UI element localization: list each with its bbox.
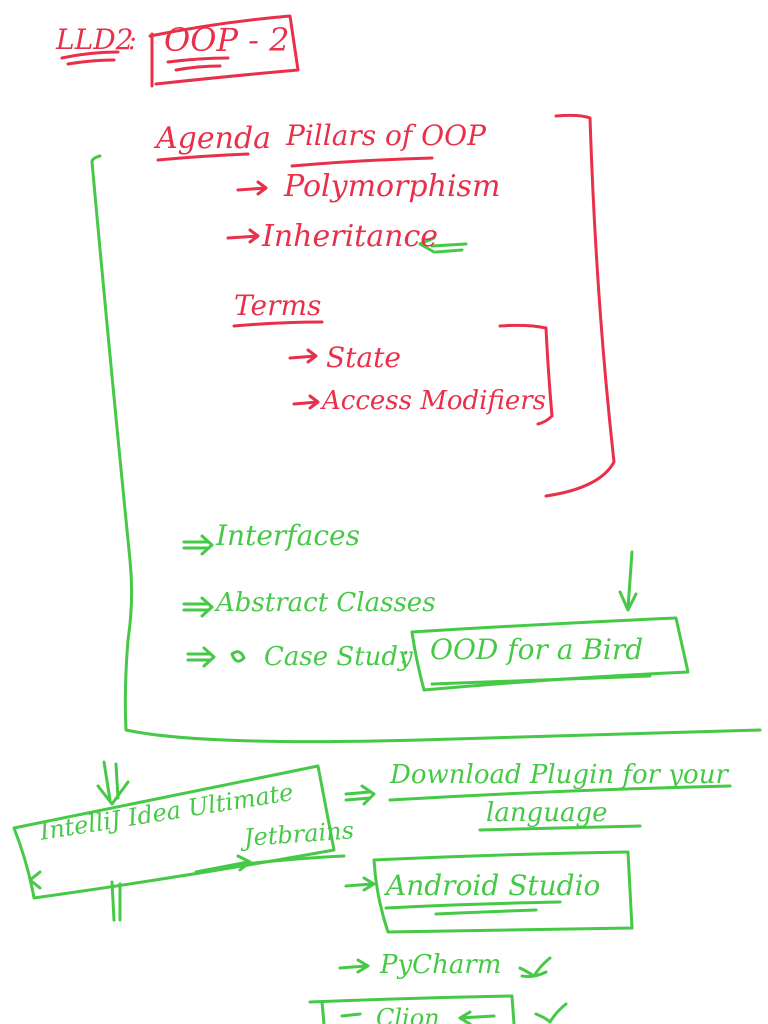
red-strokes	[60, 14, 616, 498]
clion: Clion	[376, 1004, 440, 1024]
arrow-icon	[338, 958, 370, 974]
course-underline	[60, 50, 120, 66]
plugin-note-line2: language	[486, 798, 608, 828]
back-arrow-icon	[458, 1010, 496, 1024]
arrow-icon	[340, 1012, 362, 1018]
term-item-access-modifiers: Access Modifiers	[322, 386, 546, 416]
pillars-heading: Pillars of OOP	[286, 119, 486, 152]
green-strokes	[12, 154, 762, 1024]
android-underline	[434, 908, 538, 916]
header-colon: :	[128, 26, 137, 56]
up-arrow-icon	[110, 880, 122, 922]
pycharm: PyCharm	[380, 950, 502, 980]
bullet-mark	[230, 650, 246, 663]
arrow-icon	[292, 394, 320, 410]
down-arrow-icon	[96, 760, 130, 806]
ide-pointer	[28, 870, 42, 890]
android-underline	[384, 900, 562, 910]
arrow-icon	[288, 348, 318, 364]
pillars-underline	[290, 156, 434, 168]
agenda-underline	[156, 152, 250, 162]
agenda-item-inheritance: Inheritance	[262, 219, 439, 254]
topic-box	[148, 14, 300, 88]
terms-underline	[232, 320, 324, 328]
arrow-icon	[236, 180, 268, 196]
vendor-name: Jetbrains	[243, 816, 355, 852]
clion-box	[308, 994, 516, 1024]
android-studio: Android Studio	[386, 869, 601, 902]
plugin-note-line1: Download Plugin for your	[390, 760, 728, 790]
double-arrow-icon	[344, 784, 376, 806]
down-arrow-icon	[618, 550, 638, 612]
case-study-title: OOD for a Bird	[430, 633, 644, 666]
double-arrow-icon	[182, 596, 214, 618]
case-study-colon: :	[400, 637, 410, 670]
agenda-item-polymorphism: Polymorphism	[284, 169, 501, 204]
topics-bracket	[90, 154, 762, 744]
topic-item-abstract-classes: Abstract Classes	[216, 588, 436, 618]
page-title: OOP - 2	[164, 21, 290, 59]
agenda-bracket	[544, 113, 616, 498]
topic-item-interfaces: Interfaces	[216, 519, 360, 552]
android-box	[372, 850, 634, 934]
double-arrow-icon	[186, 646, 216, 668]
topic-underline	[166, 56, 230, 72]
jetbrains-underline	[242, 854, 346, 866]
checkmark-icon	[534, 1002, 568, 1024]
double-arrow-icon	[182, 534, 214, 556]
case-study-underline	[430, 674, 652, 686]
agenda-label: Agenda	[156, 121, 272, 156]
back-arrow-icon	[418, 236, 468, 254]
arrow-icon	[344, 876, 376, 892]
plugin-underline	[388, 784, 732, 802]
language-underline	[478, 824, 642, 832]
course-code: LLD2	[56, 23, 134, 56]
terms-bracket	[498, 323, 554, 426]
term-item-state: State	[326, 341, 401, 374]
topic-item-case-study: Case Study	[264, 642, 413, 672]
case-study-box	[410, 616, 690, 692]
arrow-icon	[226, 228, 260, 244]
checkmark-icon	[518, 956, 552, 978]
terms-label: Terms	[234, 289, 322, 322]
